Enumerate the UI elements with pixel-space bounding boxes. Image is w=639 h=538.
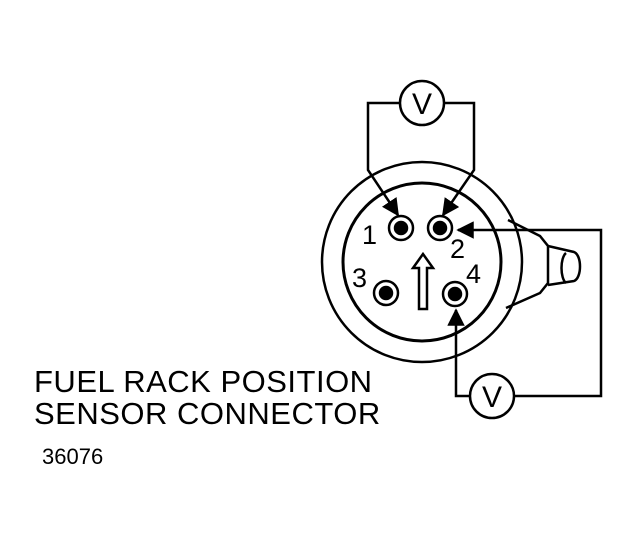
top-meter-lead-left bbox=[366, 101, 400, 217]
figure-number: 36076 bbox=[42, 444, 104, 469]
polarity-key-arrow bbox=[410, 251, 436, 311]
connector-body bbox=[320, 160, 582, 364]
caption-line-2: SENSOR CONNECTOR bbox=[34, 396, 381, 431]
connector-face bbox=[341, 181, 503, 343]
pin-1-label: 1 bbox=[362, 220, 377, 250]
bottom-meter-lead-left bbox=[447, 308, 470, 398]
pin-3 bbox=[372, 279, 400, 307]
pin-4-label: 4 bbox=[466, 259, 481, 289]
connector-outer-shell bbox=[320, 160, 524, 364]
harness-boot bbox=[505, 218, 550, 310]
top-voltmeter-icon bbox=[398, 79, 446, 127]
connector-pins bbox=[372, 214, 469, 308]
bottom-voltmeter-circuit bbox=[447, 221, 603, 420]
pin-2-label: 2 bbox=[450, 234, 465, 264]
bottom-voltmeter-label: V bbox=[482, 381, 502, 414]
bottom-voltmeter-icon bbox=[468, 372, 516, 420]
top-voltmeter-label: V bbox=[412, 88, 432, 121]
caption-line-1: FUEL RACK POSITION bbox=[34, 364, 373, 399]
pin-4 bbox=[441, 280, 469, 308]
bottom-meter-lead-right bbox=[456, 221, 603, 398]
pin-2 bbox=[426, 214, 454, 242]
pin-3-label: 3 bbox=[352, 263, 367, 293]
harness-wire-end bbox=[560, 252, 567, 284]
pin-1 bbox=[387, 214, 415, 242]
harness-wire-bundle bbox=[547, 244, 582, 287]
